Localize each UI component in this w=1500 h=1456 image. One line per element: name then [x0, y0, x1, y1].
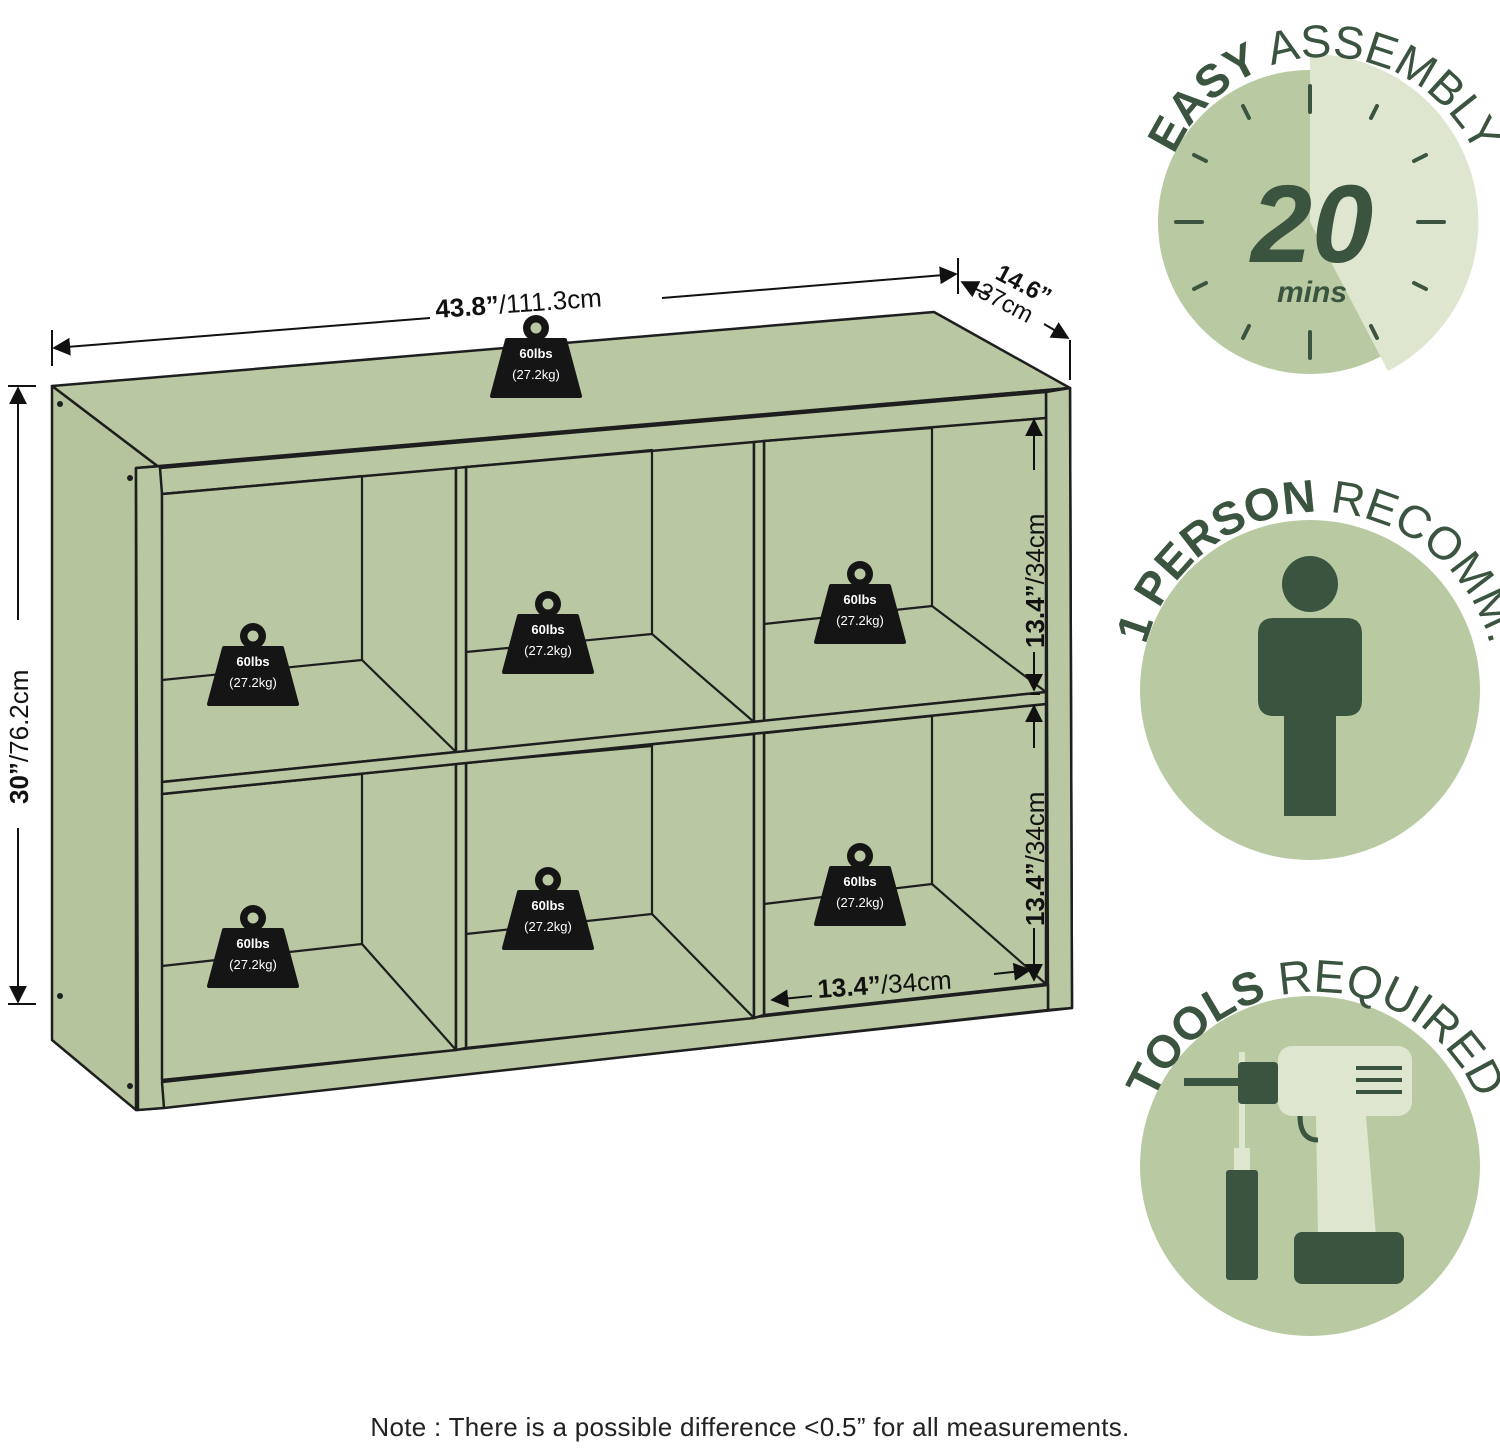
clock-progress-wedge — [1310, 53, 1479, 371]
weight-badges: 60lbs (27.2kg) 60lbs (27.2kg) 60lbs (27.… — [207, 313, 906, 988]
screwdriver-icon — [1226, 1052, 1258, 1280]
right-edge — [1044, 386, 1074, 1012]
horizontal-shelf — [160, 690, 1048, 796]
svg-text:30”/76.2cm: 30”/76.2cm — [4, 670, 34, 804]
cube-height-top-inches: 13.4” — [1020, 584, 1050, 648]
cube-cells — [160, 416, 1048, 1082]
width-cm: /111.3cm — [498, 282, 603, 319]
cube-cell — [464, 732, 756, 1050]
svg-text:60lbs: 60lbs — [843, 874, 876, 889]
svg-text:(27.2kg): (27.2kg) — [512, 367, 560, 382]
measurement-note: Note : There is a possible difference <0… — [370, 1412, 1130, 1442]
cube-cell — [160, 762, 458, 1082]
svg-text:60lbs: 60lbs — [531, 898, 564, 913]
svg-text:13.4”/34cm: 13.4”/34cm — [1020, 792, 1050, 926]
person-badge: 1 PERSON RECOMM. — [1106, 469, 1500, 860]
svg-text:(27.2kg): (27.2kg) — [524, 643, 572, 658]
height-cm: /76.2cm — [4, 670, 34, 763]
weight-icon: 60lbs (27.2kg) — [207, 621, 299, 706]
width-inches: 43.8” — [434, 290, 500, 324]
cube-shelf — [50, 310, 1074, 1112]
cube-cell — [762, 416, 1048, 723]
svg-text:60lbs: 60lbs — [236, 936, 269, 951]
cube-cell — [160, 466, 458, 784]
weight-icon: 60lbs (27.2kg) — [490, 313, 582, 398]
weight-icon: 60lbs (27.2kg) — [814, 559, 906, 644]
cube-height-top-cm: /34cm — [1020, 514, 1050, 585]
person-icon — [1258, 556, 1362, 816]
left-edge — [134, 464, 166, 1112]
svg-text:(27.2kg): (27.2kg) — [229, 957, 277, 972]
cube-height-bottom-inches: 13.4” — [1020, 862, 1050, 926]
dimension-labels: 43.8”/111.3cm 14.6” 37cm 30”/76.2cm 13.4… — [4, 259, 1056, 1004]
svg-text:(27.2kg): (27.2kg) — [836, 895, 884, 910]
easy-assembly-badge: 20 mins EASY ASSEMBLY — [1137, 14, 1500, 374]
svg-text:13.4”/34cm: 13.4”/34cm — [1020, 514, 1050, 648]
svg-text:43.8”/111.3cm: 43.8”/111.3cm — [434, 282, 602, 324]
clock-icon — [1174, 84, 1446, 360]
assembly-unit: mins — [1277, 276, 1347, 309]
weight-icon: 60lbs (27.2kg) — [814, 841, 906, 926]
weight-icon: 60lbs (27.2kg) — [207, 903, 299, 988]
screw-dots — [57, 401, 133, 1089]
svg-text:60lbs: 60lbs — [236, 654, 269, 669]
cube-height-bottom-cm: /34cm — [1020, 792, 1050, 863]
cube-width-inches: 13.4” — [816, 970, 882, 1004]
weight-icon: 60lbs (27.2kg) — [502, 865, 594, 950]
tools-badge: TOOLS REQUIRED — [1116, 949, 1500, 1336]
drill-icon — [1184, 1046, 1412, 1284]
svg-text:60lbs: 60lbs — [531, 622, 564, 637]
height-inches: 30” — [4, 762, 34, 804]
cube-cell — [464, 440, 756, 754]
cube-width-cm: /34cm — [880, 965, 953, 1000]
svg-text:(27.2kg): (27.2kg) — [229, 675, 277, 690]
assembly-minutes: 20 — [1249, 163, 1373, 286]
svg-text:60lbs: 60lbs — [519, 346, 552, 361]
svg-text:(27.2kg): (27.2kg) — [524, 919, 572, 934]
svg-text:60lbs: 60lbs — [843, 592, 876, 607]
svg-text:(27.2kg): (27.2kg) — [836, 613, 884, 628]
svg-text:13.4”/34cm: 13.4”/34cm — [816, 965, 952, 1004]
weight-icon: 60lbs (27.2kg) — [502, 589, 594, 674]
